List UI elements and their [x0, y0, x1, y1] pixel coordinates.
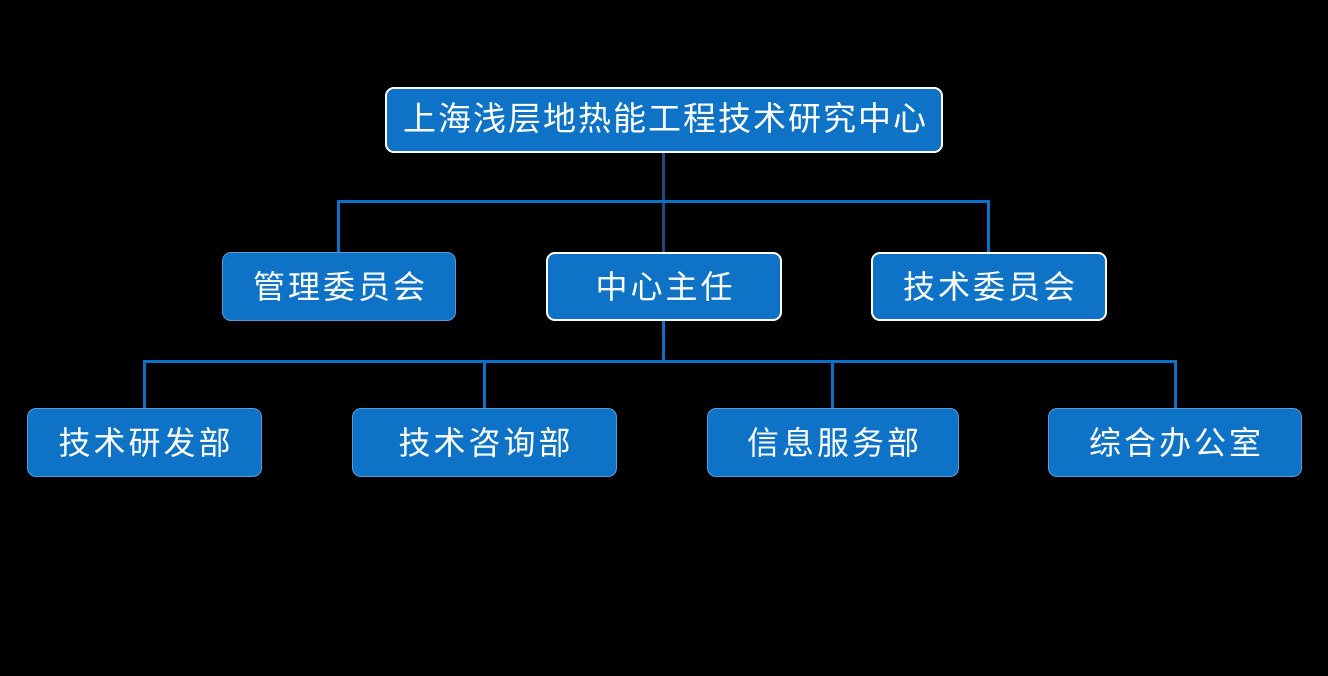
connector-tech-committee-vertical-line: [987, 200, 990, 252]
org-box-management-committee: 管理委员会: [222, 252, 456, 321]
connector-management-vertical-line: [337, 200, 340, 252]
connector-office-vertical-line: [1174, 360, 1177, 408]
org-box-information-service-department: 信息服务部: [707, 408, 959, 477]
org-box-root-label: 上海浅层地热能工程技术研究中心: [403, 101, 928, 138]
org-box-center-director: 中心主任: [546, 252, 782, 321]
org-box-technical-committee: 技术委员会: [871, 252, 1107, 321]
org-box-rd-department-label: 技术研发部: [58, 424, 234, 461]
org-box-information-service-department-label: 信息服务部: [746, 424, 922, 461]
org-box-rd-department: 技术研发部: [27, 408, 262, 477]
org-box-consulting-department-label: 技术咨询部: [398, 424, 574, 461]
org-box-general-office: 综合办公室: [1048, 408, 1302, 477]
org-box-consulting-department: 技术咨询部: [352, 408, 617, 477]
connector-consulting-vertical-line: [483, 360, 486, 408]
org-box-root: 上海浅层地热能工程技术研究中心: [385, 87, 943, 153]
connector-level1-horizontal-line: [337, 200, 990, 203]
connector-rd-vertical-line: [143, 360, 146, 408]
org-box-center-director-label: 中心主任: [595, 268, 736, 305]
connector-director-vertical-line: [662, 321, 665, 362]
org-box-technical-committee-label: 技术委员会: [902, 268, 1078, 305]
connector-info-vertical-line: [831, 360, 834, 408]
connector-level2-horizontal-line: [143, 360, 1176, 363]
org-box-management-committee-label: 管理委员会: [252, 268, 428, 305]
org-box-general-office-label: 综合办公室: [1088, 424, 1264, 461]
